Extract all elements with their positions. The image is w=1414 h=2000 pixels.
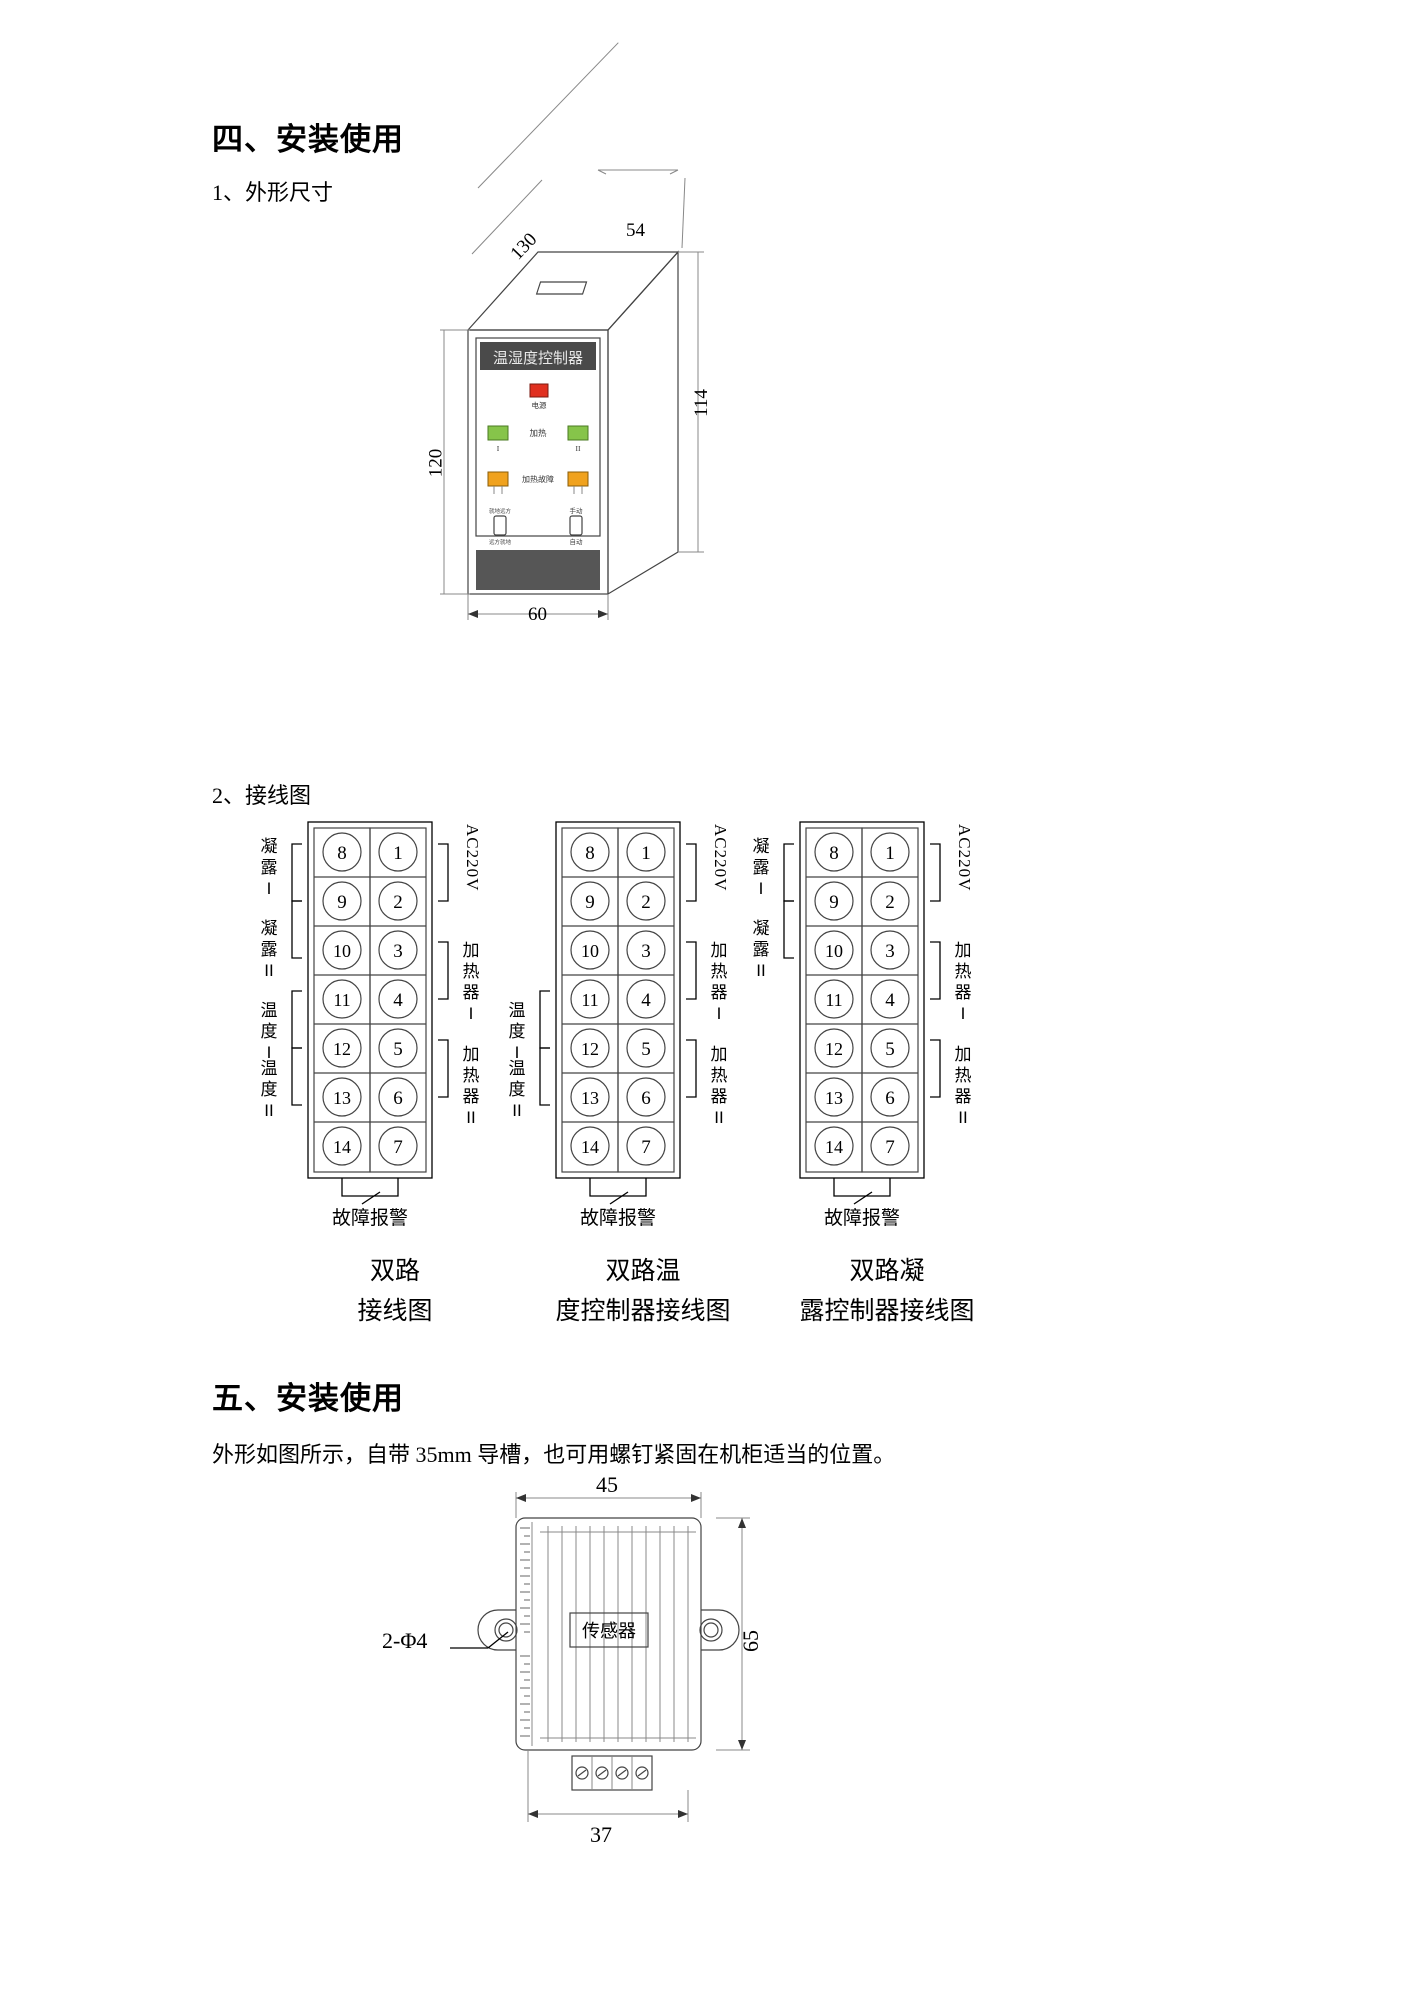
- sensor-dimension-height-65: 65: [738, 1630, 763, 1652]
- wiring-1-bottom-label: 故障报警: [332, 1207, 408, 1229]
- wiring-2-caption-line1: 双路温: [605, 1258, 681, 1285]
- wiring-1-caption-line2: 接线图: [357, 1298, 433, 1325]
- sensor-dimension-width-45: 45: [596, 1472, 618, 1497]
- svg-text:5: 5: [885, 1039, 895, 1060]
- svg-text:14: 14: [333, 1137, 351, 1157]
- switch-left-top-label: 就地远方: [489, 507, 512, 515]
- wiring-diagram-1: 8 9 10 11 12 13 14 1 2 3 4 5 6 7: [230, 800, 560, 1360]
- svg-text:11: 11: [825, 990, 842, 1010]
- svg-text:11: 11: [333, 990, 350, 1010]
- section-heading-four: 四、安装使用: [212, 122, 404, 157]
- dimension-top-width-54: 54: [626, 220, 645, 241]
- svg-text:10: 10: [825, 941, 843, 961]
- svg-text:1: 1: [641, 843, 651, 864]
- svg-text:3: 3: [885, 941, 895, 962]
- wiring-2-right-label-1: AC220V: [711, 824, 730, 892]
- svg-text:8: 8: [829, 843, 839, 864]
- wiring-3-bottom-label: 故障报警: [824, 1207, 900, 1229]
- svg-text:8: 8: [585, 843, 595, 864]
- svg-text:4: 4: [641, 990, 651, 1011]
- dimension-height-120: 120: [425, 448, 447, 478]
- install-note-paragraph: 外形如图所示，自带 35mm 导槽，也可用螺钉紧固在机柜适当的位置。: [212, 1442, 896, 1467]
- wiring-2-caption-line2: 度控制器接线图: [555, 1298, 731, 1325]
- svg-text:4: 4: [885, 990, 895, 1011]
- enclosure-dimension-drawing: 温湿度控制器 电源 加热 I II 加热故障 就地远方 远方就地 手动: [425, 42, 760, 625]
- sensor-hole-callout: 2-Φ4: [382, 1628, 428, 1653]
- svg-text:5: 5: [641, 1039, 651, 1060]
- svg-text:10: 10: [333, 941, 351, 961]
- dimension-height-114: 114: [690, 389, 712, 417]
- svg-text:12: 12: [825, 1039, 843, 1059]
- power-led-label: 电源: [532, 400, 547, 410]
- svg-text:13: 13: [333, 1088, 351, 1108]
- svg-text:14: 14: [825, 1137, 843, 1157]
- svg-text:2: 2: [885, 892, 895, 913]
- svg-text:14: 14: [581, 1137, 599, 1157]
- svg-text:II: II: [576, 444, 581, 453]
- wiring-3-caption-line1: 双路凝: [849, 1258, 925, 1285]
- wiring-3-right-label-1: AC220V: [955, 824, 974, 892]
- svg-text:5: 5: [393, 1039, 403, 1060]
- svg-text:6: 6: [885, 1088, 895, 1109]
- svg-text:6: 6: [641, 1088, 651, 1109]
- section-heading-five: 五、安装使用: [212, 1381, 404, 1416]
- switch-left-bottom-label: 远方就地: [489, 538, 512, 546]
- wiring-1-right-label-1: AC220V: [463, 824, 482, 892]
- heat-fault-group-label: 加热故障: [522, 474, 554, 484]
- svg-text:2: 2: [393, 892, 403, 913]
- svg-text:1: 1: [393, 843, 403, 864]
- svg-text:12: 12: [333, 1039, 351, 1059]
- svg-text:6: 6: [393, 1088, 403, 1109]
- sensor-dimension-width-37: 37: [590, 1822, 612, 1847]
- svg-text:9: 9: [829, 892, 839, 913]
- switch-right-top-label: 手动: [570, 506, 584, 515]
- svg-text:1: 1: [885, 843, 895, 864]
- wiring-2-bottom-label: 故障报警: [580, 1207, 656, 1229]
- svg-text:7: 7: [885, 1137, 895, 1158]
- svg-text:4: 4: [393, 990, 403, 1011]
- dimension-width-60: 60: [528, 604, 547, 625]
- svg-text:7: 7: [641, 1137, 651, 1158]
- svg-text:3: 3: [641, 941, 651, 962]
- switch-right-bottom-label: 自动: [570, 537, 584, 546]
- wiring-3-caption-line2: 露控制器接线图: [799, 1298, 975, 1325]
- sensor-dimension-drawing: 传感器: [382, 1470, 840, 1870]
- svg-text:10: 10: [581, 941, 599, 961]
- subheading-wiring: 2、接线图: [212, 783, 312, 808]
- wiring-diagram-3: 8 9 10 11 12 13 14 1 2 3 4 5 6 7: [722, 800, 1052, 1360]
- heat-group-label: 加热: [529, 428, 547, 438]
- svg-text:11: 11: [581, 990, 598, 1010]
- svg-text:8: 8: [337, 843, 347, 864]
- wiring-diagram-2: 8 9 10 11 12 13 14 1 2 3 4 5 6 7: [478, 800, 808, 1360]
- wiring-1-caption-line1: 双路: [369, 1258, 420, 1285]
- sensor-body-label: 传感器: [582, 1621, 636, 1641]
- subheading-dimensions: 1、外形尺寸: [212, 180, 334, 205]
- svg-text:13: 13: [825, 1088, 843, 1108]
- svg-text:13: 13: [581, 1088, 599, 1108]
- svg-text:I: I: [497, 444, 500, 453]
- svg-text:12: 12: [581, 1039, 599, 1059]
- svg-text:3: 3: [393, 941, 403, 962]
- panel-title-text: 温湿度控制器: [493, 350, 583, 367]
- svg-text:9: 9: [585, 892, 595, 913]
- svg-text:2: 2: [641, 892, 651, 913]
- svg-text:7: 7: [393, 1137, 403, 1158]
- svg-text:9: 9: [337, 892, 347, 913]
